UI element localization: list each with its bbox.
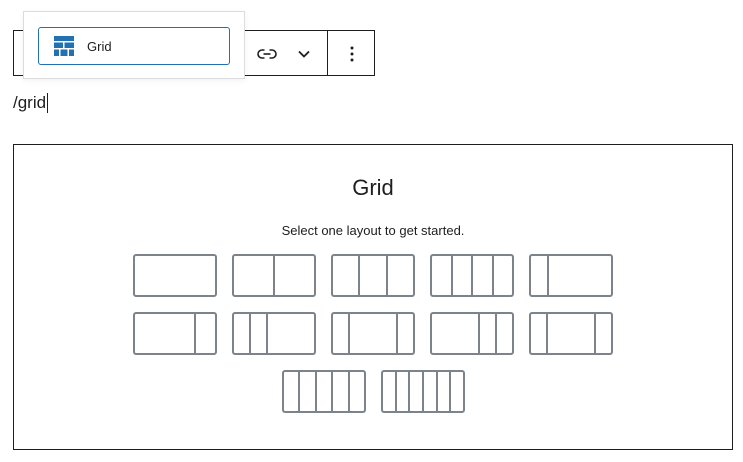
layout-column	[234, 256, 273, 295]
layout-column	[249, 314, 266, 353]
layout-column	[314, 372, 331, 411]
layout-4-columns-equal-button[interactable]	[430, 254, 514, 297]
layout-75-25-button[interactable]	[133, 312, 217, 355]
autocomplete-item-label: Grid	[87, 38, 112, 54]
layout-20-60-20-button[interactable]	[529, 312, 613, 355]
layout-column	[266, 314, 314, 353]
placeholder-instructions: Select one layout to get started.	[281, 223, 465, 238]
layout-column	[284, 372, 298, 411]
layout-50-25-25-button[interactable]	[430, 312, 514, 355]
layout-column	[432, 314, 478, 353]
placeholder-title: Grid	[352, 175, 394, 200]
layout-column	[449, 372, 463, 411]
toolbar-divider	[327, 31, 328, 75]
layout-column	[273, 256, 314, 295]
layout-25-25-50-button[interactable]	[232, 312, 316, 355]
block-autocomplete-popover: Grid	[23, 11, 245, 79]
link-icon[interactable]	[254, 42, 280, 66]
layout-column	[408, 372, 422, 411]
layout-column	[385, 256, 413, 295]
layout-column	[394, 372, 409, 411]
layout-column	[358, 256, 385, 295]
layout-column	[491, 256, 513, 295]
layout-column	[494, 314, 512, 353]
layout-1-column-button[interactable]	[133, 254, 217, 297]
layout-column	[333, 314, 348, 353]
layout-5-columns-equal-button[interactable]	[282, 370, 366, 413]
layout-2-columns-equal-button[interactable]	[232, 254, 316, 297]
layout-column	[432, 256, 451, 295]
layout-column	[531, 314, 546, 353]
grid-block-icon	[54, 36, 74, 56]
layout-column	[450, 256, 472, 295]
layout-column	[333, 256, 358, 295]
layout-column	[348, 314, 396, 353]
layout-column	[298, 372, 314, 411]
paragraph-block[interactable]: /grid	[13, 92, 49, 114]
layout-column	[593, 314, 611, 353]
layout-column	[471, 256, 492, 295]
layout-column	[395, 314, 413, 353]
grid-block-placeholder: Grid Select one layout to get started.	[13, 144, 733, 450]
layout-column	[135, 314, 194, 353]
more-vertical-icon[interactable]	[340, 42, 364, 66]
layout-column	[383, 372, 395, 411]
layout-column	[347, 372, 364, 411]
layout-column	[135, 256, 215, 295]
slash-command-text: /grid	[13, 93, 47, 112]
layout-column	[435, 372, 450, 411]
layout-column	[546, 256, 611, 295]
layout-3-columns-equal-button[interactable]	[331, 254, 415, 297]
chevron-down-icon[interactable]	[292, 42, 316, 66]
layout-column	[422, 372, 436, 411]
text-caret	[47, 93, 49, 113]
layout-25-75-button[interactable]	[529, 254, 613, 297]
layout-column	[193, 314, 216, 353]
layout-column	[234, 314, 249, 353]
autocomplete-item-grid[interactable]: Grid	[38, 27, 230, 65]
layout-25-50-25-button[interactable]	[331, 312, 415, 355]
layout-column	[546, 314, 594, 353]
layout-column	[331, 372, 347, 411]
layout-column	[531, 256, 547, 295]
layout-column	[477, 314, 495, 353]
layout-6-columns-equal-button[interactable]	[381, 370, 465, 413]
